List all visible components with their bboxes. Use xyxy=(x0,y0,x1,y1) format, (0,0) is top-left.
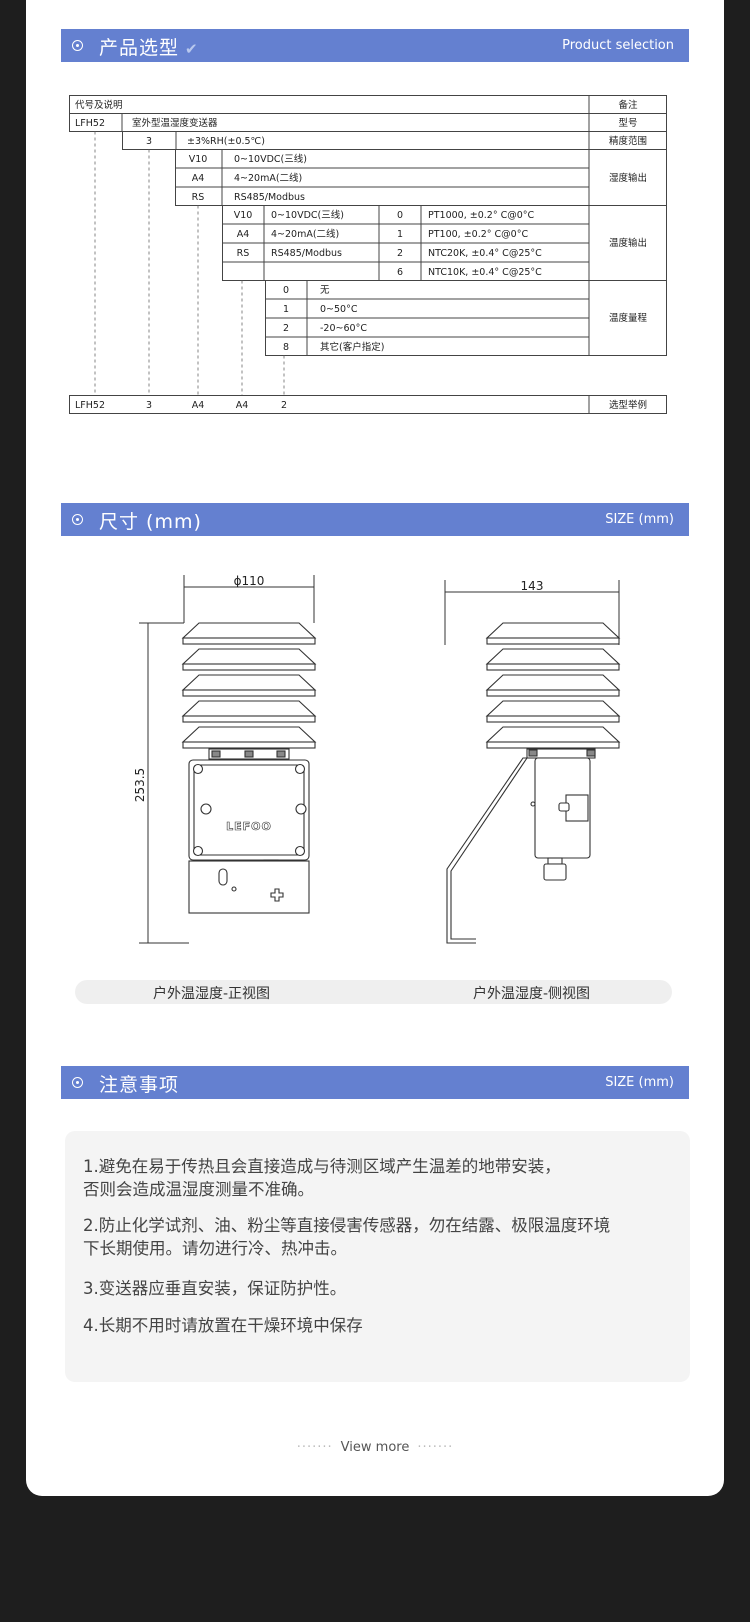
note-line: 3.变送器应垂直安装，保证防护性。 xyxy=(83,1279,347,1298)
range-desc: 0~50°C xyxy=(320,304,358,315)
example-code: LFH52 xyxy=(75,400,105,411)
selection-table: 代号及说明 备注 LFH52 室外型温湿度变送器 型号 3 ±3%RH(±0.5… xyxy=(69,95,667,414)
divider-dots: ······· xyxy=(417,1440,454,1455)
section-title: 产品选型 xyxy=(99,37,180,59)
model-code: LFH52 xyxy=(75,118,105,129)
range-desc: 其它(客户指定) xyxy=(320,341,384,353)
accuracy-code: 3 xyxy=(146,136,152,147)
sensor-desc: NTC10K, ±0.4° C@25°C xyxy=(428,267,542,278)
side-view-device xyxy=(446,622,621,944)
sensor-code: 0 xyxy=(397,210,403,221)
temp-code: V10 xyxy=(234,210,253,221)
bullet-icon xyxy=(72,40,83,51)
sensor-desc: PT100, ±0.2° C@0°C xyxy=(428,229,528,240)
content-card: 产品选型 ✔ Product selection xyxy=(26,0,724,1496)
range-note: 温度量程 xyxy=(609,312,648,324)
temp-desc: RS485/Modbus xyxy=(271,248,342,259)
check-icon: ✔ xyxy=(185,40,199,58)
range-code: 8 xyxy=(283,342,289,353)
sensor-code: 2 xyxy=(397,248,403,259)
note-line: 下长期使用。请勿进行冷、热冲击。 xyxy=(83,1239,347,1258)
hum-code: RS xyxy=(192,192,205,203)
example-note: 选型举例 xyxy=(609,399,647,411)
section-header-size: 尺寸 (mm) SIZE (mm) xyxy=(61,503,689,536)
example-code: A4 xyxy=(236,400,249,411)
section-title: 注意事项 xyxy=(99,1074,180,1096)
section-header-notes: 注意事项 SIZE (mm) xyxy=(61,1066,689,1099)
section-subtitle: SIZE (mm) xyxy=(605,512,674,527)
caption-bar: 户外温湿度-正视图 户外温湿度-侧视图 xyxy=(75,980,672,1004)
temp-desc: 4~20mA(二线) xyxy=(271,228,339,240)
range-code: 0 xyxy=(283,285,289,296)
header-left: 代号及说明 xyxy=(75,99,123,111)
section-subtitle: Product selection xyxy=(562,38,674,53)
range-desc: -20~60°C xyxy=(320,323,367,334)
accuracy-desc: ±3%RH(±0.5℃) xyxy=(187,136,265,147)
section-header-selection: 产品选型 ✔ Product selection xyxy=(61,29,689,62)
note-line: 4.长期不用时请放置在干燥环境中保存 xyxy=(83,1316,363,1335)
bullet-icon xyxy=(72,1077,83,1088)
hum-desc: RS485/Modbus xyxy=(234,192,305,203)
sensor-desc: NTC20K, ±0.4° C@25°C xyxy=(428,248,542,259)
hum-desc: 0~10VDC(三线) xyxy=(234,153,307,165)
header-right: 备注 xyxy=(618,99,638,111)
range-desc: 无 xyxy=(320,285,330,296)
accuracy-note: 精度范围 xyxy=(609,135,647,147)
bullet-icon xyxy=(72,514,83,525)
side-width-label: 143 xyxy=(521,579,544,593)
hum-note: 湿度输出 xyxy=(609,172,647,184)
notes-box: 1.避免在易于传热且会直接造成与待测区域产生温差的地带安装， 否则会造成温湿度测… xyxy=(65,1131,690,1382)
sensor-code: 6 xyxy=(397,267,403,278)
front-logo: LEFOO xyxy=(226,820,272,833)
hum-code: V10 xyxy=(189,154,208,165)
range-code: 1 xyxy=(283,304,289,315)
temp-note: 温度输出 xyxy=(609,237,647,249)
example-code: A4 xyxy=(192,400,205,411)
hum-code: A4 xyxy=(192,173,205,184)
note-line: 2.防止化学试剂、油、粉尘等直接侵害传感器，勿在结露、极限温度环境 xyxy=(83,1216,611,1235)
temp-desc: 0~10VDC(三线) xyxy=(271,209,344,221)
model-desc: 室外型温湿度变送器 xyxy=(132,117,218,129)
range-code: 2 xyxy=(283,323,289,334)
front-view-device xyxy=(181,622,317,914)
front-height-label: 253.5 xyxy=(133,768,147,802)
model-note: 型号 xyxy=(618,118,637,129)
section-title: 尺寸 (mm) xyxy=(99,511,202,533)
view-more-link[interactable]: ······· View more ······· xyxy=(26,1440,724,1455)
example-code: 2 xyxy=(281,400,287,411)
note-line: 1.避免在易于传热且会直接造成与待测区域产生温差的地带安装， xyxy=(83,1157,561,1176)
note-line: 否则会造成温湿度测量不准确。 xyxy=(83,1180,314,1199)
hum-desc: 4~20mA(二线) xyxy=(234,172,302,184)
example-code: 3 xyxy=(146,400,152,411)
view-more-label: View more xyxy=(340,1440,410,1455)
sensor-code: 1 xyxy=(397,229,403,240)
caption-front: 户外温湿度-正视图 xyxy=(153,986,271,1002)
temp-code: A4 xyxy=(237,229,250,240)
sensor-desc: PT1000, ±0.2° C@0°C xyxy=(428,210,535,221)
temp-code: RS xyxy=(237,248,250,259)
caption-side: 户外温湿度-侧视图 xyxy=(473,986,591,1002)
divider-dots: ······· xyxy=(296,1440,333,1455)
section-subtitle: SIZE (mm) xyxy=(605,1075,674,1090)
dimension-drawings: ϕ110 143 253.5 xyxy=(133,575,621,944)
front-width-label: ϕ110 xyxy=(234,575,265,588)
